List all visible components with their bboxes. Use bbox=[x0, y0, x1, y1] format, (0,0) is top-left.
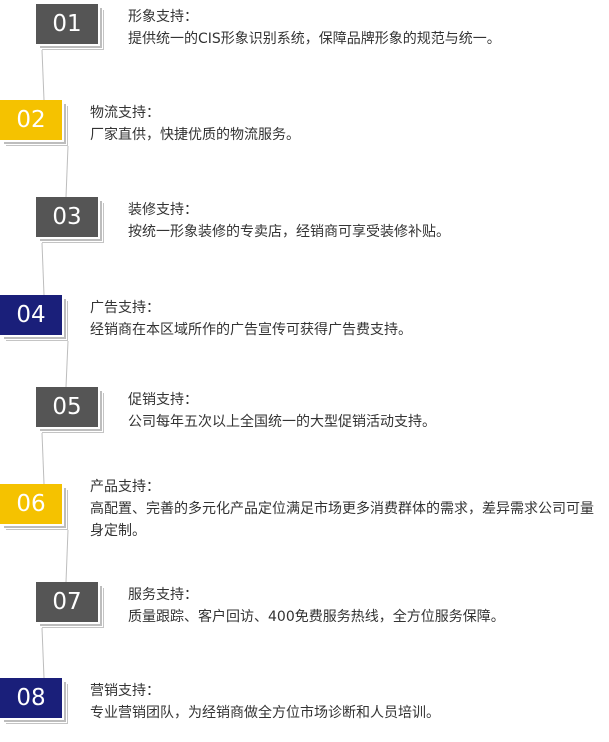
support-item-marketing: 08 营销支持： 专业营销团队，为经销商做全方位市场诊断和人员培训。 bbox=[0, 678, 609, 742]
connector-line bbox=[65, 529, 69, 583]
item-title: 产品支持： bbox=[90, 479, 160, 495]
support-item-promotion: 05 促销支持： 公司每年五次以上全国统一的大型促销活动支持。 bbox=[0, 387, 609, 451]
item-title: 广告支持： bbox=[90, 300, 160, 316]
item-description: 高配置、完善的多元化产品定位满足市场更多消费群体的需求，差异需求公司可量身定制。 bbox=[90, 501, 594, 539]
item-description: 公司每年五次以上全国统一的大型促销活动支持。 bbox=[128, 414, 436, 430]
connector-line bbox=[41, 627, 45, 679]
item-description: 按统一形象装修的专卖店，经销商可享受装修补贴。 bbox=[128, 224, 450, 240]
item-title: 物流支持： bbox=[90, 105, 160, 121]
item-description: 质量跟踪、客户回访、400免费服务热线，全方位服务保障。 bbox=[128, 609, 505, 625]
item-title: 营销支持： bbox=[90, 683, 160, 699]
item-description: 专业营销团队，为经销商做全方位市场诊断和人员培训。 bbox=[90, 705, 440, 721]
step-badge-04: 04 bbox=[0, 295, 62, 335]
step-badge-03: 03 bbox=[36, 197, 98, 237]
item-description: 厂家直供，快捷优质的物流服务。 bbox=[90, 127, 300, 143]
item-title: 促销支持： bbox=[128, 392, 198, 408]
connector-line bbox=[41, 49, 45, 101]
connector-line bbox=[41, 242, 45, 296]
item-description: 经销商在本区域所作的广告宣传可获得广告费支持。 bbox=[90, 322, 412, 338]
step-badge-07: 07 bbox=[36, 582, 98, 622]
step-badge-05: 05 bbox=[36, 387, 98, 427]
connector-line bbox=[65, 145, 69, 198]
support-item-product: 06 产品支持： 高配置、完善的多元化产品定位满足市场更多消费群体的需求，差异需… bbox=[0, 479, 609, 554]
item-title: 装修支持： bbox=[128, 202, 198, 218]
step-badge-01: 01 bbox=[36, 4, 98, 44]
item-description: 提供统一的CIS形象识别系统，保障品牌形象的规范与统一。 bbox=[128, 31, 501, 47]
support-item-logistics: 02 物流支持： 厂家直供，快捷优质的物流服务。 bbox=[0, 100, 609, 164]
support-item-image: 01 形象支持： 提供统一的CIS形象识别系统，保障品牌形象的规范与统一。 bbox=[0, 4, 609, 68]
support-item-decoration: 03 装修支持： 按统一形象装修的专卖店，经销商可享受装修补贴。 bbox=[0, 197, 609, 261]
step-badge-06: 06 bbox=[0, 484, 62, 524]
item-title: 形象支持： bbox=[128, 9, 198, 25]
step-badge-02: 02 bbox=[0, 100, 62, 140]
support-item-advertising: 04 广告支持： 经销商在本区域所作的广告宣传可获得广告费支持。 bbox=[0, 295, 609, 359]
item-title: 服务支持： bbox=[128, 587, 198, 603]
step-badge-08: 08 bbox=[0, 678, 62, 718]
connector-line bbox=[41, 432, 45, 485]
support-item-service: 07 服务支持： 质量跟踪、客户回访、400免费服务热线，全方位服务保障。 bbox=[0, 582, 609, 646]
connector-line bbox=[65, 340, 69, 388]
